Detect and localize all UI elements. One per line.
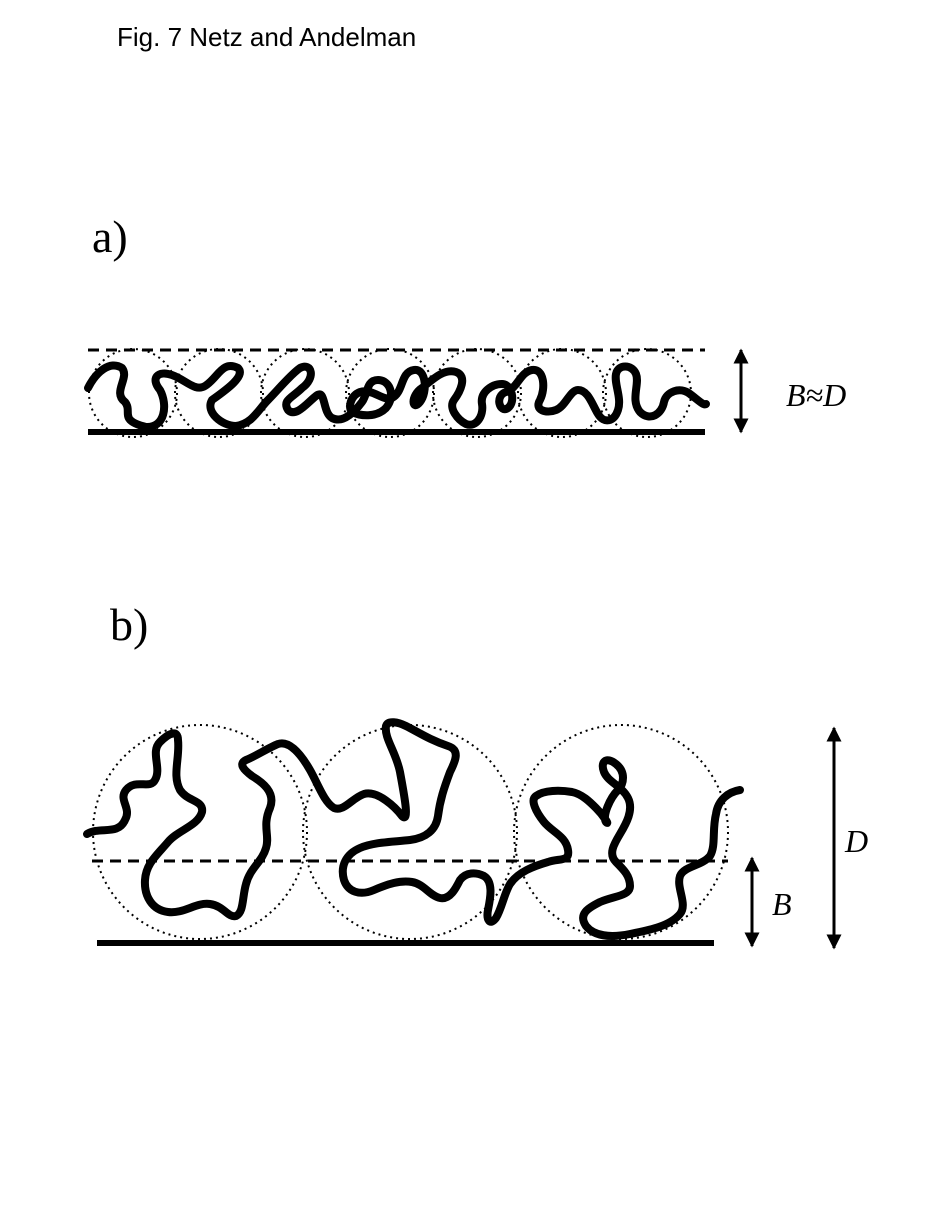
panel-b-b-label: B (772, 886, 792, 922)
panel-a-dimension-label: B≈D (786, 377, 846, 413)
panel-b-d-label: D (844, 823, 868, 859)
panel-b-blobs (92, 724, 729, 940)
panel-a-blobs (88, 348, 692, 438)
panel-a-polymer-chain (84, 361, 710, 431)
panel-b-label: b) (110, 599, 148, 650)
panel-a-label: a) (92, 211, 128, 262)
figure-caption: Fig. 7 Netz and Andelman (117, 22, 417, 52)
panel-b-polymer-chain (83, 718, 744, 940)
